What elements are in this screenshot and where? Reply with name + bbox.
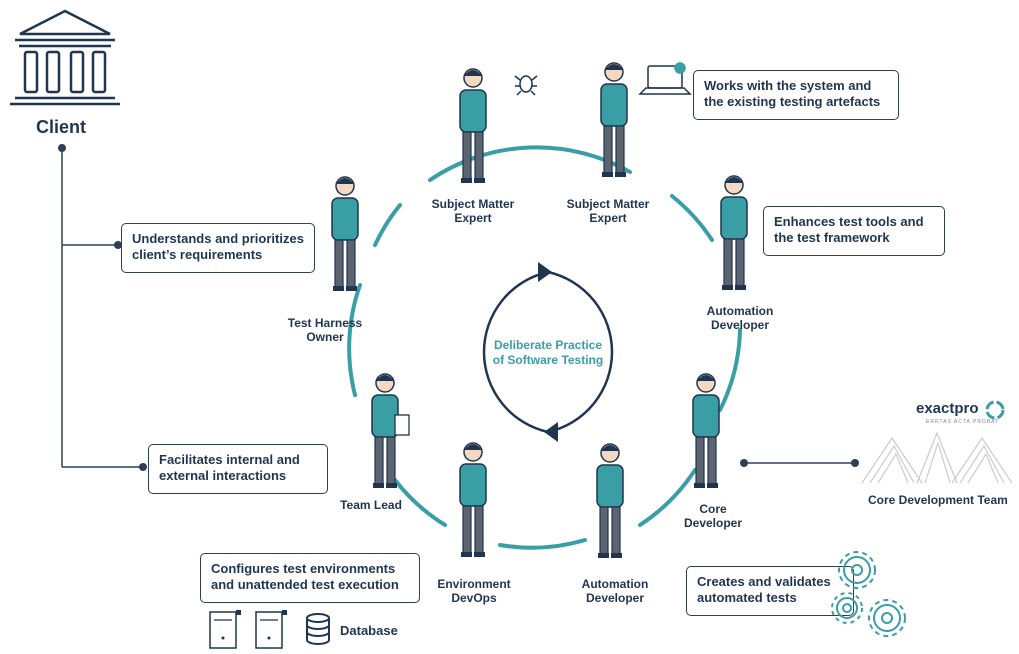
person-core-dev [692,373,720,489]
bug-icon [514,75,538,96]
role-line: DevOps [451,591,497,605]
callout-line: Understands and prioritizes [132,231,304,246]
person-automation-dev-top [720,175,748,291]
center-title-line1: Deliberate Practice [493,338,603,352]
center-title-line2: of Software Testing [492,353,604,367]
inner-arc-left [482,270,549,434]
role-label-core-dev: Core Developer [668,502,758,530]
exactpro-tagline: ERRTAS ACTA PROBAT [926,419,1000,425]
laptop-icon [638,62,692,95]
role-line: Subject Matter [431,197,515,211]
role-label-team-lead: Team Lead [326,498,416,512]
role-line: Team Lead [340,498,402,512]
inner-arc-right [547,270,614,434]
role-line: Developer [585,591,645,605]
person-harness-owner [331,176,359,292]
role-line: Expert [589,211,627,225]
person-automation-dev-bottom [596,443,624,559]
role-line: Subject Matter [566,197,650,211]
callout-line: client’s requirements [132,247,263,262]
client-label: Client [36,117,87,137]
core-team-label: Core Development Team [868,493,1008,507]
person-sme-left [459,68,487,184]
core-team-illustration [861,431,1013,484]
callout-line: the test framework [774,230,890,245]
role-line: Test Harness [287,316,363,330]
role-line: Developer [683,516,743,530]
role-label-sme-right: Subject Matter Expert [553,197,663,225]
center-title: Deliberate Practice of Software Testing [468,338,628,368]
callout-line: external interactions [159,468,287,483]
callout-configures: Configures test environments and unatten… [200,553,420,603]
role-line: Expert [454,211,492,225]
role-label-automation-dev-top: Automation Developer [690,304,790,332]
exactpro-logo-text: exactpro [916,400,979,417]
person-env-devops [459,442,487,558]
role-line: Automation [706,304,774,318]
callout-works-with-system: Works with the system and the existing t… [693,70,899,120]
person-sme-right [600,62,628,178]
exactpro-logo-icon [985,400,1005,420]
callout-creates: Creates and validates automated tests [686,566,854,616]
cycle-arc-bottom-right [638,468,697,527]
server-icon [255,610,287,649]
role-line: Automation [581,577,649,591]
gears-icon [831,551,906,637]
role-line: Environment [437,577,511,591]
cycle-arc-bottom [498,538,587,550]
callout-line: automated tests [697,590,797,605]
role-line: Developer [710,318,770,332]
database-icon [306,613,330,645]
callout-line: the existing testing artefacts [704,94,881,109]
callout-line: and unattended test execution [211,577,399,592]
callout-line: Works with the system and [704,78,872,93]
role-label-harness-owner: Test Harness Owner [270,316,380,344]
callout-line: Enhances test tools and [774,214,924,229]
inner-arrow-top-icon [538,262,552,282]
role-label-sme-left: Subject Matter Expert [418,197,528,225]
inner-arrow-bottom-icon [544,422,558,442]
cycle-arc-bottom-left [393,478,447,527]
role-label-automation-dev-bottom: Automation Developer [565,577,665,605]
role-label-env-devops: Environment DevOps [424,577,524,605]
server-icon [209,610,241,649]
callout-line: Configures test environments [211,561,396,576]
cycle-arc-top-left [373,203,402,247]
cycle-arc-left [347,283,362,397]
callout-understands: Understands and prioritizes client’s req… [121,223,315,273]
cycle-arc-right [718,328,742,412]
role-line: Core [699,502,727,516]
callout-facilitates: Facilitates internal and external intera… [148,444,328,494]
callout-line: Facilitates internal and [159,452,300,467]
clipboard-icon [394,414,410,436]
role-line: Owner [306,330,344,344]
callout-enhances-tools: Enhances test tools and the test framewo… [763,206,945,256]
database-label: Database [340,623,398,638]
callout-line: Creates and validates [697,574,831,589]
client-building-icon [10,9,120,106]
cycle-arc-top-right [670,194,714,242]
person-team-lead [371,373,399,489]
